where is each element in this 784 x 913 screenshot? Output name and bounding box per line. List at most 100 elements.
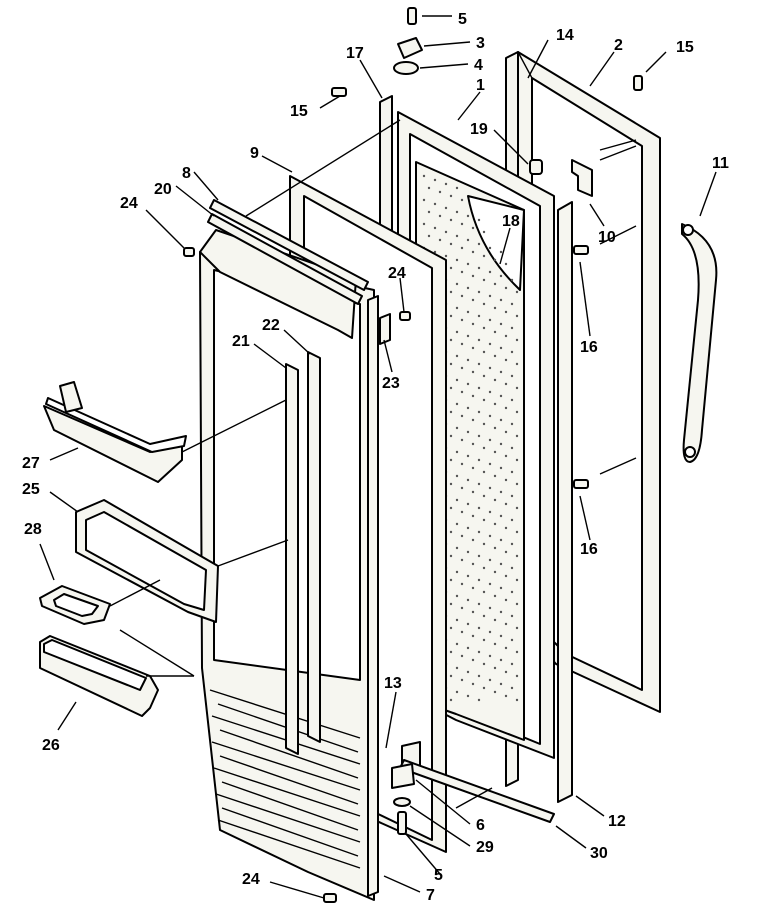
foam-dot — [449, 386, 453, 390]
foam-dot — [471, 226, 475, 230]
foam-dot — [471, 610, 475, 614]
leader-lines — [39, 15, 717, 899]
foam-dot — [477, 290, 481, 294]
foam-dot — [493, 618, 497, 622]
foam-dot — [477, 386, 481, 390]
foam-dot — [455, 666, 459, 670]
foam-dot — [510, 662, 514, 666]
foam-dot — [482, 518, 486, 522]
foam-dot — [477, 458, 481, 462]
foam-dot — [455, 642, 459, 646]
foam-dot — [466, 382, 470, 386]
foam-dot — [466, 286, 470, 290]
lower-door-bin — [39, 635, 159, 717]
foam-dot — [504, 694, 508, 698]
foam-dot — [504, 478, 508, 482]
foam-dot — [510, 638, 514, 642]
foam-dot — [466, 502, 470, 506]
foam-dot — [460, 318, 464, 322]
small-dish — [39, 585, 111, 625]
foam-dot — [504, 382, 508, 386]
callout-3: 3 — [476, 35, 485, 52]
door-handle — [681, 223, 718, 463]
foam-dot — [477, 482, 481, 486]
foam-dot — [493, 546, 497, 550]
foam-dot — [499, 442, 503, 446]
foam-dot — [466, 622, 470, 626]
foam-dot — [515, 650, 519, 654]
screw-24a — [183, 247, 195, 257]
foam-dot — [466, 406, 470, 410]
foam-dot — [455, 210, 459, 214]
foam-dot — [466, 262, 470, 266]
foam-dot — [444, 254, 448, 258]
foam-dot — [460, 654, 464, 658]
callout-12: 12 — [608, 813, 626, 830]
foam-dot — [449, 578, 453, 582]
foam-dot — [488, 534, 492, 538]
foam-dot — [488, 390, 492, 394]
foam-dot — [515, 410, 519, 414]
screw-15b — [633, 75, 643, 91]
foam-dot — [482, 278, 486, 282]
foam-dot — [504, 358, 508, 362]
foam-dot — [460, 534, 464, 538]
foam-dot — [504, 454, 508, 458]
callout-24c: 24 — [242, 871, 260, 888]
lower-hinge-6 — [391, 763, 415, 789]
callout-10: 10 — [598, 229, 616, 246]
screw-5b — [397, 811, 407, 835]
foam-dot — [515, 434, 519, 438]
foam-dot — [482, 302, 486, 306]
foam-dot — [471, 322, 475, 326]
foam-dot — [471, 490, 475, 494]
foam-dot — [493, 498, 497, 502]
foam-dot — [444, 182, 448, 186]
screw-16b — [573, 479, 589, 489]
foam-dot — [510, 302, 514, 306]
callout-13: 13 — [384, 675, 402, 692]
foam-dot — [488, 510, 492, 514]
foam-dot — [499, 634, 503, 638]
foam-dot — [460, 414, 464, 418]
foam-dot — [438, 190, 442, 194]
foam-dot — [499, 370, 503, 374]
foam-dot — [455, 570, 459, 574]
foam-dot — [449, 698, 453, 702]
foam-dot — [510, 686, 514, 690]
callout-9: 9 — [250, 145, 259, 162]
foam-dot — [460, 270, 464, 274]
foam-dot — [466, 646, 470, 650]
foam-dot — [510, 590, 514, 594]
foam-dot — [466, 574, 470, 578]
foam-dot — [449, 434, 453, 438]
foam-dot — [482, 446, 486, 450]
foam-dot — [499, 490, 503, 494]
foam-dot — [515, 482, 519, 486]
foam-dot — [482, 686, 486, 690]
callout-16a: 16 — [580, 339, 598, 356]
foam-dot — [433, 226, 437, 230]
foam-dot — [510, 518, 514, 522]
foam-dot — [455, 498, 459, 502]
foam-dot — [477, 554, 481, 558]
foam-dot — [515, 290, 519, 294]
foam-dot — [488, 462, 492, 466]
foam-dot — [466, 694, 470, 698]
foam-dot — [477, 602, 481, 606]
foam-dot — [471, 514, 475, 518]
foam-dot — [449, 362, 453, 366]
foam-dot — [460, 510, 464, 514]
foam-dot — [493, 690, 497, 694]
foam-dot — [477, 314, 481, 318]
foam-dot — [460, 366, 464, 370]
foam-dot — [493, 450, 497, 454]
foam-dot — [466, 670, 470, 674]
foam-dot — [460, 198, 464, 202]
callout-4: 4 — [474, 57, 483, 74]
foam-dot — [449, 506, 453, 510]
foam-dot — [504, 598, 508, 602]
foam-dot — [482, 254, 486, 258]
foam-dot — [477, 362, 481, 366]
foam-dot — [455, 306, 459, 310]
